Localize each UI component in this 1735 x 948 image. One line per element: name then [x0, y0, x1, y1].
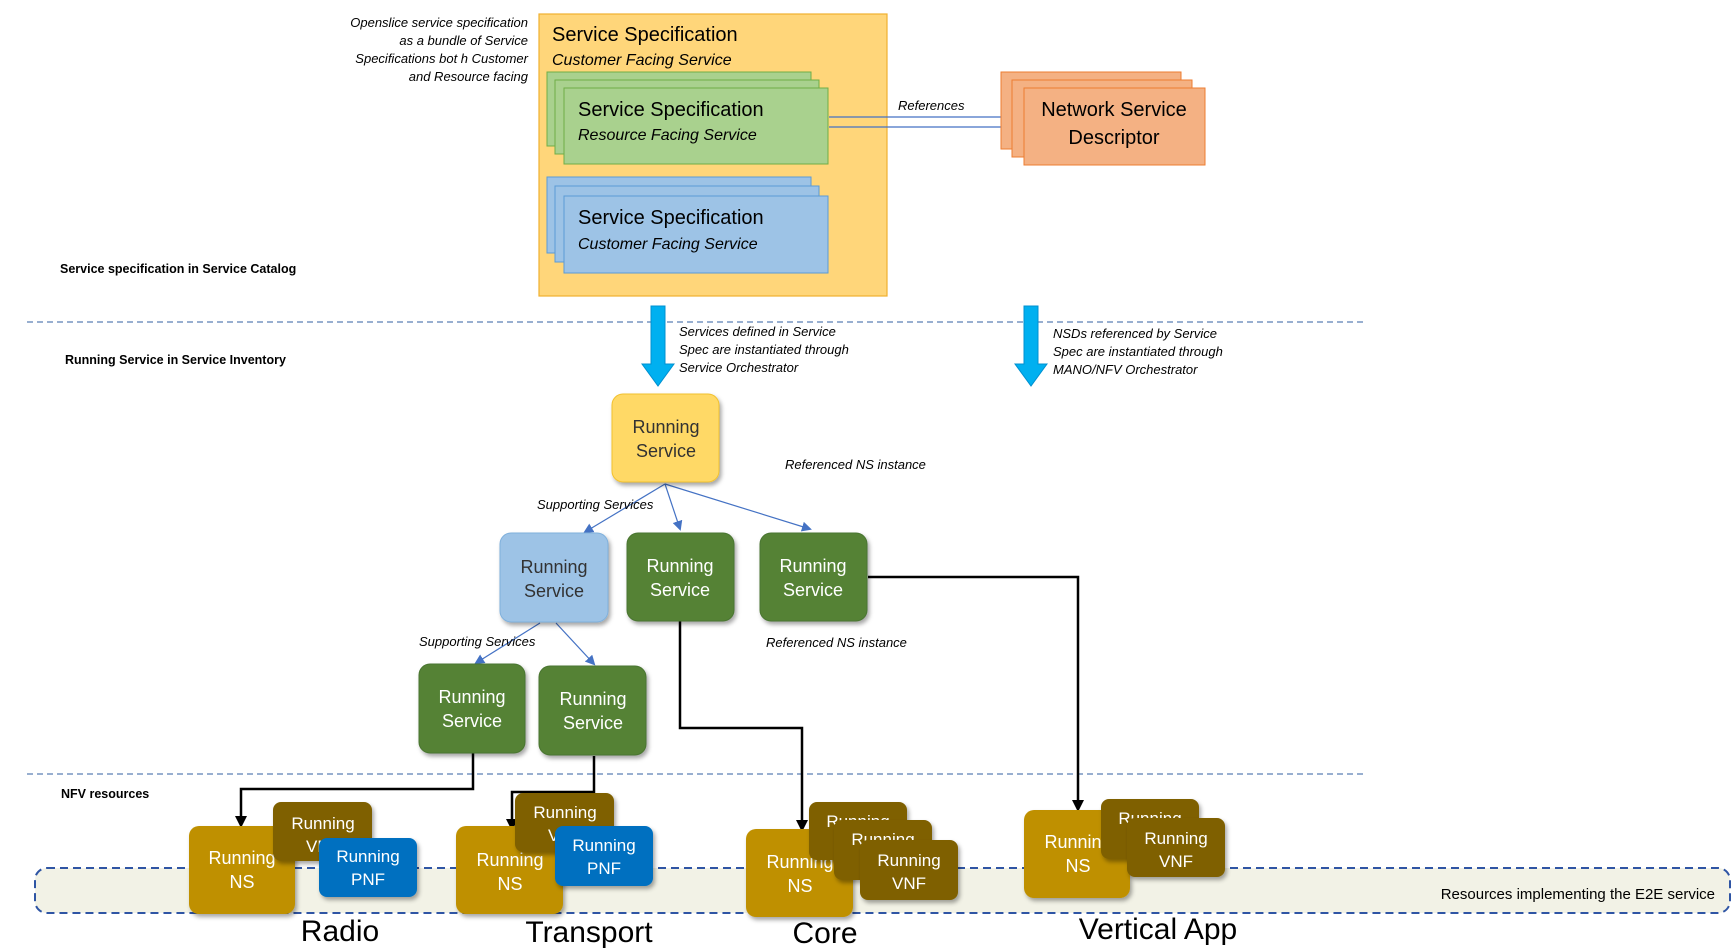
running-service-rfs: Running Service: [418, 663, 526, 754]
svg-text:Running: Running: [559, 689, 626, 709]
svg-text:VNF: VNF: [892, 874, 926, 893]
supporting-services-label: Supporting Services: [419, 634, 536, 649]
vertical-app-resources: Running NS Running VNF Running VNF: [1024, 799, 1225, 898]
service-spec-bundle-subtitle: Customer Facing Service: [552, 52, 732, 69]
svg-text:Running: Running: [779, 556, 846, 576]
svg-text:Running: Running: [632, 417, 699, 437]
running-service-root: Running Service: [611, 393, 720, 483]
supporting-connector: [583, 483, 666, 534]
cfs-spec-title: Service Specification: [578, 207, 764, 229]
instantiate-arrow-nsds: [1014, 305, 1048, 387]
transport-resources: Running NS Running VNF Running PNF: [456, 793, 653, 914]
supporting-services-label: Supporting Services: [537, 497, 654, 512]
nsds-note: NSDs referenced by Service Spec are inst…: [1053, 326, 1223, 377]
services-defined-note-line: Services defined in Service: [679, 324, 836, 339]
svg-text:Running: Running: [533, 803, 596, 822]
nsd-stack: Network Service Descriptor: [1000, 71, 1206, 166]
cfs-spec-subtitle: Customer Facing Service: [578, 236, 758, 253]
supporting-connector: [555, 622, 596, 666]
svg-text:Running: Running: [877, 851, 940, 870]
svg-text:NS: NS: [229, 872, 254, 892]
nsd-line1: Network Service: [1041, 99, 1187, 121]
nsds-note-line: Spec are instantiated through: [1053, 344, 1223, 359]
svg-text:Service: Service: [636, 441, 696, 461]
rfs-spec-box: [563, 87, 829, 165]
svg-text:Running: Running: [572, 836, 635, 855]
running-pnf: Running PNF: [555, 826, 653, 886]
services-defined-note-line: Spec are instantiated through: [679, 342, 849, 357]
svg-text:Running: Running: [520, 557, 587, 577]
cfs-spec-stack: Service Specification Customer Facing Se…: [546, 176, 829, 274]
running-service-rfs: Running Service: [759, 532, 868, 622]
svg-text:Running: Running: [476, 850, 543, 870]
nsd-box: [1023, 87, 1206, 166]
nsd-line2: Descriptor: [1068, 127, 1159, 149]
services-defined-note: Services defined in Service Spec are ins…: [679, 324, 849, 375]
section-label-catalog: Service specification in Service Catalog: [60, 262, 296, 276]
supporting-connector: [664, 483, 812, 532]
svg-text:Running: Running: [646, 556, 713, 576]
section-label-nfv: NFV resources: [61, 787, 149, 801]
svg-text:NS: NS: [497, 874, 522, 894]
svg-text:Running: Running: [291, 814, 354, 833]
supporting-connector: [664, 483, 683, 531]
svg-text:NS: NS: [787, 876, 812, 896]
running-ns: Running NS: [189, 826, 295, 914]
openslice-note-line: Specifications bot h Customer: [355, 51, 528, 66]
svg-text:PNF: PNF: [587, 859, 621, 878]
ns-reference-line: [506, 756, 596, 831]
running-service-rfs: Running Service: [538, 665, 647, 756]
rfs-spec-stack: Service Specification Resource Facing Se…: [546, 71, 829, 165]
services-defined-note-line: Service Orchestrator: [679, 360, 799, 375]
svg-text:Running: Running: [1144, 829, 1207, 848]
section-label-inventory: Running Service in Service Inventory: [65, 353, 286, 367]
radio-resources: Running NS Running VNF Running PNF: [189, 802, 417, 914]
running-vnf: Running VNF: [1127, 818, 1225, 877]
svg-text:Service: Service: [783, 580, 843, 600]
running-service-rfs: Running Service: [626, 532, 735, 622]
svg-text:Running: Running: [1044, 832, 1111, 852]
running-service-cfs: Running Service: [499, 532, 609, 623]
rfs-spec-title: Service Specification: [578, 99, 764, 121]
svg-text:PNF: PNF: [351, 870, 385, 889]
service-spec-bundle-title: Service Specification: [552, 24, 738, 46]
ns-reference-line: [235, 753, 475, 828]
supporting-connector: [474, 622, 541, 665]
running-pnf: Running PNF: [319, 838, 417, 897]
domain-label-vertical-app: Vertical App: [1079, 913, 1237, 946]
svg-text:Running: Running: [208, 848, 275, 868]
references-label: References: [898, 98, 965, 113]
svg-text:Service: Service: [442, 711, 502, 731]
openslice-note-line: as a bundle of Service: [399, 33, 528, 48]
nsds-note-line: MANO/NFV Orchestrator: [1053, 362, 1198, 377]
domain-label-radio: Radio: [301, 915, 379, 948]
domain-label-core: Core: [792, 917, 857, 948]
svg-text:Service: Service: [650, 580, 710, 600]
svg-text:Running: Running: [336, 847, 399, 866]
referenced-ns-label-mid: Referenced NS instance: [766, 635, 907, 650]
svg-text:Service: Service: [563, 713, 623, 733]
nsds-note-line: NSDs referenced by Service: [1053, 326, 1217, 341]
domain-label-transport: Transport: [525, 916, 653, 948]
openslice-note-line: and Resource facing: [409, 69, 529, 84]
referenced-ns-label-top: Referenced NS instance: [785, 457, 926, 472]
svg-text:NS: NS: [1065, 856, 1090, 876]
svg-text:Running: Running: [438, 687, 505, 707]
ns-reference-line: [868, 575, 1084, 812]
openslice-note-line: Openslice service specification: [350, 15, 528, 30]
ns-reference-line: [678, 621, 808, 832]
openslice-note: Openslice service specification as a bun…: [350, 15, 529, 84]
rfs-spec-subtitle: Resource Facing Service: [578, 127, 757, 144]
instantiate-arrow-services: [641, 305, 675, 387]
running-vnf: Running VNF: [860, 840, 958, 900]
cfs-spec-box: [563, 195, 829, 274]
e2e-resources-label: Resources implementing the E2E service: [1441, 886, 1715, 903]
svg-text:Service: Service: [524, 581, 584, 601]
svg-text:VNF: VNF: [1159, 852, 1193, 871]
core-resources: Running NS Running VNF Running VNF Runni…: [746, 802, 958, 917]
